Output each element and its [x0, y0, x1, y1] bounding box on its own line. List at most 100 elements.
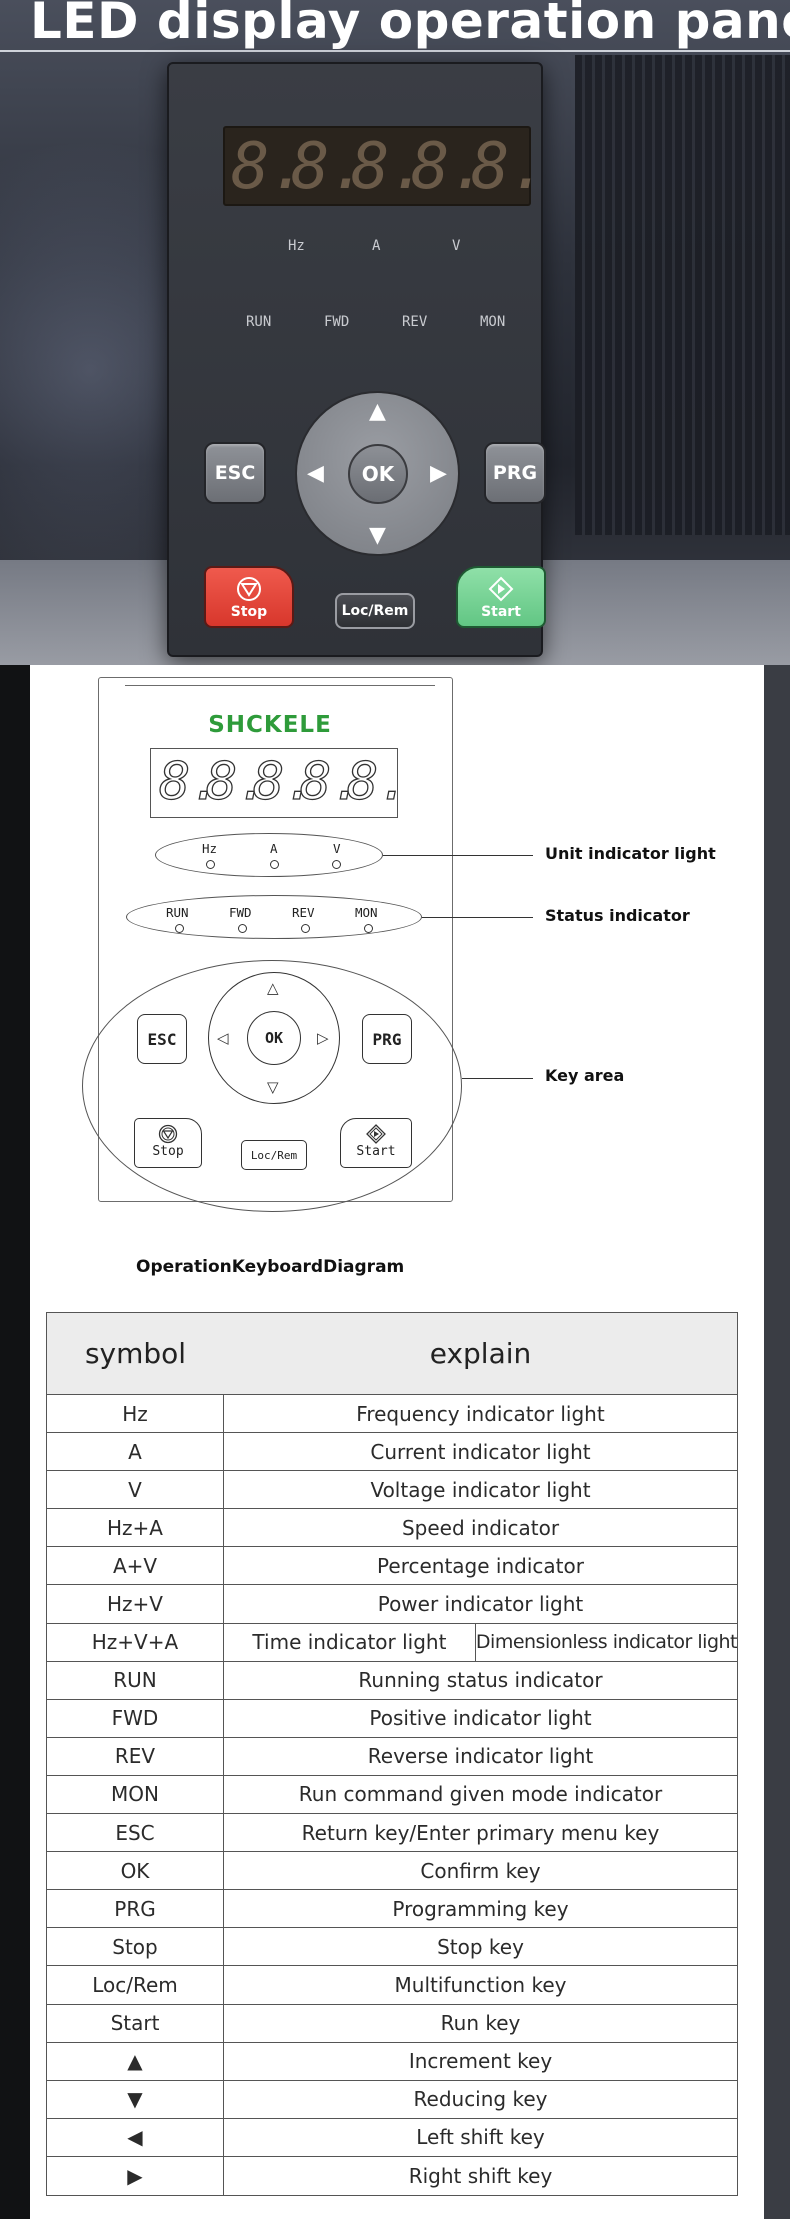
explain-cell: Left shift key [416, 2125, 545, 2150]
unit-label-v: V [452, 238, 461, 254]
hero-photo: LED display operation panel 8. 8. 8. 8. … [0, 0, 790, 665]
table-row: Hz+A Speed indicator [47, 1509, 737, 1548]
explain-cell: Reducing key [413, 2087, 548, 2112]
page-frame-left [0, 665, 30, 2219]
unit-callout-leader [383, 855, 533, 856]
table-row: MON Run command given mode indicator [47, 1775, 737, 1815]
prg-button[interactable]: PRG [484, 442, 546, 504]
led-display: 8. 8. 8. 8. 8. [223, 126, 548, 206]
symbol-cell: A [47, 1433, 224, 1471]
table-row: ▼ Reducing key [47, 2080, 737, 2119]
a-led [270, 860, 279, 869]
diagram-led-digit: 8. [158, 751, 222, 812]
diagram-stop-icon [158, 1124, 178, 1144]
symbol-cell: OK [47, 1852, 224, 1890]
diagram-led-display: 8. 8. 8. 8. 8. [150, 748, 410, 818]
diagram-led-digit: 8. [205, 751, 269, 812]
symbol-cell: PRG [47, 1890, 224, 1928]
explain-cell: Speed indicator [401, 1515, 560, 1540]
diagram-start-key: Start [340, 1118, 412, 1168]
up-arrow-icon[interactable]: ▲ [369, 399, 386, 424]
table-row: PRG Programming key [47, 1890, 737, 1929]
explain-cell: Positive indicator light [369, 1706, 592, 1731]
operation-panel-device: 8. 8. 8. 8. 8. Hz A V RUN FWD REV MON ES… [167, 62, 548, 657]
diagram-stop-label: Stop [152, 1144, 184, 1159]
explain-cell: Return key/Enter primary menu key [301, 1820, 660, 1845]
page-frame-right [764, 665, 790, 2219]
led-digit: 8. [411, 130, 489, 204]
left-arrow-icon[interactable]: ◀ [307, 461, 324, 486]
status-label-mon: MON [480, 314, 506, 330]
explain-cell: Frequency indicator light [356, 1401, 605, 1426]
diagram-stop-key: Stop [134, 1118, 202, 1168]
symbol-cell: Hz+V [47, 1585, 224, 1623]
table-row: ◀ Left shift key [47, 2118, 737, 2157]
diagram-prg-key: PRG [362, 1014, 412, 1064]
diagram-unit-label-v: V [333, 841, 341, 856]
diagram-status-label-fwd: FWD [229, 905, 252, 920]
table-row: Stop Stop key [47, 1928, 737, 1967]
diagram-direction-pad: △ ▽ ◁ ▷ OK [208, 972, 340, 1104]
up-triangle-icon: ▲ [47, 2042, 224, 2080]
hz-led [206, 860, 215, 869]
status-label-rev: REV [402, 314, 428, 330]
table-row: Loc/Rem Multifunction key [47, 1966, 737, 2005]
ok-button[interactable]: OK [348, 444, 408, 504]
loc-rem-button[interactable]: Loc/Rem [335, 593, 415, 629]
start-button-label: Start [481, 604, 521, 620]
table-row: Hz+V Power indicator light [47, 1585, 737, 1624]
unit-label-a: A [372, 238, 381, 254]
symbol-cell: MON [47, 1775, 224, 1814]
rev-led [301, 924, 310, 933]
mon-led [364, 924, 373, 933]
table-row: Start Run key [47, 2004, 737, 2043]
table-row: OK Confirm key [47, 1852, 737, 1891]
explain-cell: Time indicator light [224, 1623, 476, 1661]
explain-cell: Running status indicator [358, 1668, 603, 1693]
table-row: V Voltage indicator light [47, 1471, 737, 1510]
down-arrow-icon[interactable]: ▼ [369, 523, 386, 548]
diagram-esc-key: ESC [137, 1014, 187, 1064]
explain-cell: Confirm key [420, 1858, 541, 1883]
right-arrow-icon[interactable]: ▶ [430, 461, 447, 486]
status-indicator-ellipse [126, 895, 422, 939]
diagram-left-arrow-icon: ◁ [217, 1029, 229, 1047]
key-area-callout-leader [462, 1078, 533, 1079]
table-row: REV Reverse indicator light [47, 1737, 737, 1776]
symbol-cell: Start [47, 2004, 224, 2042]
title-underline [0, 50, 790, 52]
panel-top-edge [125, 685, 435, 705]
led-digit: 8. [291, 130, 369, 204]
diagram-status-label-run: RUN [166, 905, 189, 920]
direction-pad: ▲ ▼ ◀ ▶ OK [295, 391, 460, 556]
status-label-fwd: FWD [324, 314, 350, 330]
stop-button[interactable]: Stop [204, 566, 294, 628]
table-row: Hz+V+A Time indicator light Dimensionles… [47, 1623, 738, 1662]
explain-cell: Percentage indicator [377, 1553, 584, 1578]
esc-button[interactable]: ESC [204, 442, 266, 504]
stop-octagon-icon [237, 577, 261, 601]
right-triangle-icon: ▶ [47, 2156, 224, 2195]
left-triangle-icon: ◀ [47, 2118, 224, 2156]
led-digit: 8. [231, 130, 309, 204]
diagram-caption: OperationKeyboardDiagram [136, 1257, 405, 1277]
diagram-led-digit: 8. [299, 751, 363, 812]
diagram-up-arrow-icon: △ [267, 979, 279, 997]
diagram-start-icon [366, 1124, 386, 1144]
start-button[interactable]: Start [456, 566, 546, 628]
diagram-unit-label-hz: Hz [202, 841, 218, 856]
explain-cell: Power indicator light [377, 1592, 584, 1617]
explain-cell: Run key [440, 2011, 521, 2036]
diagram-led-digit: 8. [252, 751, 316, 812]
run-led [175, 924, 184, 933]
symbol-cell: ESC [47, 1814, 224, 1852]
brand-logo: SHCKELE [208, 712, 332, 738]
explain-cell: Current indicator light [370, 1439, 591, 1464]
key-area-ellipse [82, 960, 462, 1212]
diagram-led-digit: 8. [346, 751, 410, 812]
diagram-status-label-rev: REV [292, 905, 315, 920]
led-digit: 8. [351, 130, 429, 204]
explain-cell: Reverse indicator light [367, 1744, 594, 1769]
unit-indicator-ellipse [155, 833, 383, 877]
table-row: ESC Return key/Enter primary menu key [47, 1814, 737, 1853]
